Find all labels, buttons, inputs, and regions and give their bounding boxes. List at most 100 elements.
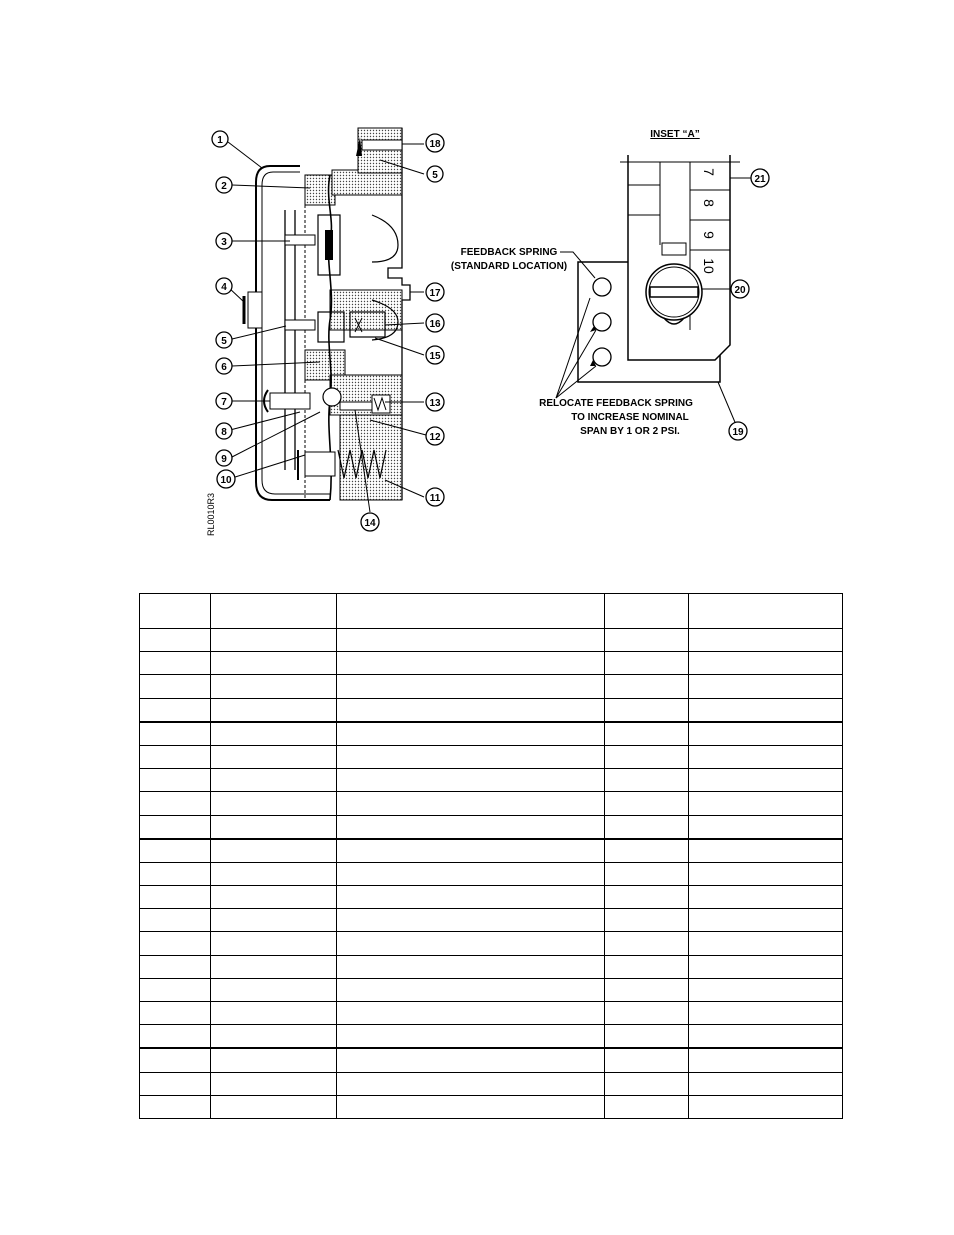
table-cell xyxy=(336,1000,605,1026)
table-cell xyxy=(336,1024,605,1049)
svg-text:1: 1 xyxy=(217,135,223,146)
callout-2: 2 xyxy=(215,176,233,194)
table-cell xyxy=(336,954,605,979)
callout-20: 20 xyxy=(730,279,750,299)
svg-text:4: 4 xyxy=(221,282,227,293)
callout-13: 13 xyxy=(425,392,445,412)
table-cell xyxy=(604,791,689,816)
table-row xyxy=(139,814,843,840)
relocate-label-1: RELOCATE FEEDBACK SPRING xyxy=(539,398,693,409)
table-cell xyxy=(139,791,211,816)
table-cell xyxy=(210,1000,337,1026)
table-cell xyxy=(688,954,843,979)
callout-4: 4 xyxy=(215,277,233,295)
table-cell xyxy=(210,744,337,770)
table-cell xyxy=(139,1024,211,1049)
table-cell xyxy=(604,861,689,887)
callout-3: 3 xyxy=(215,232,233,250)
table-cell xyxy=(604,768,689,793)
table-row xyxy=(139,861,843,887)
table-row xyxy=(139,768,843,793)
table-cell xyxy=(604,1047,689,1073)
table-cell xyxy=(210,791,337,816)
svg-text:11: 11 xyxy=(430,493,441,504)
table-cell xyxy=(336,791,605,816)
table-header-row xyxy=(139,593,843,629)
table-cell xyxy=(336,1047,605,1073)
svg-text:8: 8 xyxy=(221,427,227,438)
scale-7: 7 xyxy=(701,168,717,176)
svg-text:16: 16 xyxy=(429,319,441,330)
table-cell xyxy=(139,931,211,956)
scale-10: 10 xyxy=(701,258,717,274)
table-row xyxy=(139,651,843,676)
callout-8: 8 xyxy=(215,422,233,440)
table-cell xyxy=(336,744,605,770)
table-cell xyxy=(688,1094,843,1119)
table-cell xyxy=(688,593,843,629)
table-cell xyxy=(139,861,211,887)
table-row xyxy=(139,1047,843,1073)
table-cell xyxy=(604,885,689,910)
callout-12: 12 xyxy=(425,426,445,446)
table-cell xyxy=(336,1094,605,1119)
svg-text:21: 21 xyxy=(754,174,766,185)
table-cell xyxy=(688,908,843,933)
parts-diagram: 1 2 3 4 5 6 7 8 9 10 11 14 12 13 15 16 1… xyxy=(206,127,770,536)
table-cell xyxy=(604,1024,689,1049)
table-cell xyxy=(139,744,211,770)
table-cell xyxy=(688,885,843,910)
table-cell xyxy=(688,1000,843,1026)
svg-text:9: 9 xyxy=(221,454,227,465)
callout-11: 11 xyxy=(425,487,445,507)
table-cell xyxy=(139,1047,211,1073)
svg-text:6: 6 xyxy=(221,362,227,373)
table-cell xyxy=(688,837,843,863)
table-cell xyxy=(688,697,843,723)
table-cell xyxy=(210,768,337,793)
table-cell xyxy=(604,1071,689,1096)
svg-text:19: 19 xyxy=(732,427,744,438)
table-cell xyxy=(604,1000,689,1026)
table-row xyxy=(139,908,843,933)
table-cell xyxy=(604,977,689,1003)
table-cell xyxy=(336,651,605,676)
table-cell xyxy=(688,651,843,676)
table-cell xyxy=(139,1071,211,1096)
table-cell xyxy=(336,593,605,629)
table-row xyxy=(139,791,843,816)
table-cell xyxy=(210,1071,337,1096)
table-cell xyxy=(688,720,843,746)
leader-lines xyxy=(227,141,427,513)
table-cell xyxy=(604,697,689,723)
table-cell xyxy=(139,1000,211,1026)
table-cell xyxy=(604,720,689,746)
svg-text:12: 12 xyxy=(429,432,441,443)
table-cell xyxy=(139,697,211,723)
callout-5b: 5 xyxy=(426,165,444,183)
table-cell xyxy=(604,931,689,956)
feedback-label-2: (STANDARD LOCATION) xyxy=(451,261,567,272)
table-cell xyxy=(210,627,337,653)
feedback-label-1: FEEDBACK SPRING xyxy=(461,247,558,258)
callout-6: 6 xyxy=(215,357,233,375)
inset-title: INSET “A” xyxy=(650,129,699,140)
table-cell xyxy=(139,674,211,699)
table-cell xyxy=(139,720,211,746)
scale-8: 8 xyxy=(701,199,717,207)
table-cell xyxy=(336,908,605,933)
callout-18: 18 xyxy=(425,133,445,153)
table-cell xyxy=(336,814,605,840)
table-row xyxy=(139,1024,843,1049)
table-row xyxy=(139,674,843,699)
table-row xyxy=(139,931,843,956)
inset-leader-lines xyxy=(555,177,751,428)
table-cell xyxy=(688,814,843,840)
table-cell xyxy=(139,908,211,933)
table-cell xyxy=(210,674,337,699)
table-cell xyxy=(210,977,337,1003)
table-cell xyxy=(604,674,689,699)
table-cell xyxy=(139,977,211,1003)
table-cell xyxy=(688,744,843,770)
table-row xyxy=(139,1094,843,1119)
